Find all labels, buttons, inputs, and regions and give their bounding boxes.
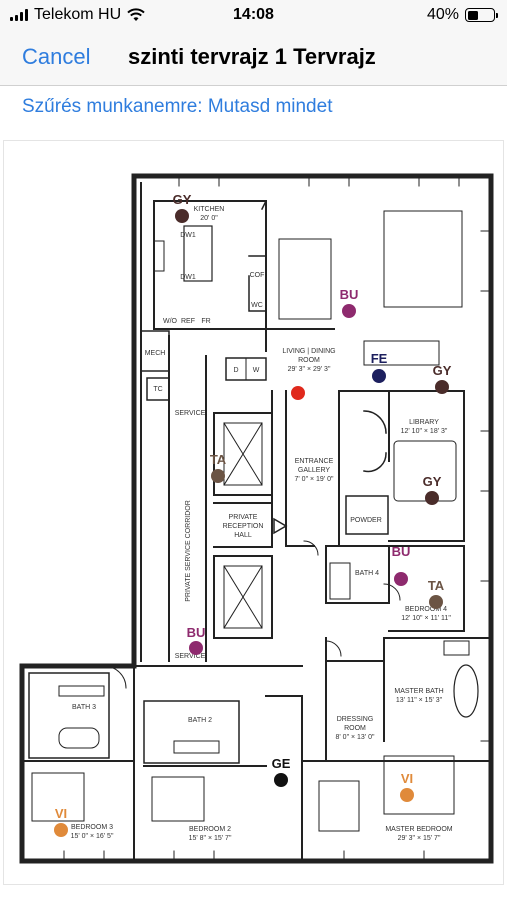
issue-marker-ge-corridor[interactable]: GE: [272, 756, 291, 787]
room-label-powder: POWDER: [350, 517, 382, 524]
room-labels: KITCHEN 20' 0" LIVING | DINING ROOM 29' …: [71, 206, 453, 842]
marker-label: BU: [392, 544, 411, 559]
room-label-gallery-2: GALLERY: [298, 467, 330, 474]
plan-walls: [19, 173, 494, 864]
room-label-library: LIBRARY: [409, 419, 439, 426]
fixture-label-wo: W/O: [163, 318, 178, 325]
issue-marker-bu-bath4[interactable]: BU: [392, 544, 411, 586]
room-dims-library: 12' 10" × 18' 3": [401, 428, 448, 435]
issue-marker-vi-master[interactable]: VI: [400, 771, 414, 802]
room-label-reception: PRIVATE: [229, 514, 258, 521]
room-dims-living: 29' 3" × 29' 3": [288, 366, 331, 373]
issue-marker-bu-service[interactable]: BU: [187, 625, 206, 655]
room-dims-master-bedroom: 29' 3" × 15' 7": [398, 835, 441, 842]
marker-label: GY: [173, 192, 192, 207]
battery-percent: 40%: [426, 6, 459, 23]
room-label-service-2: SERVICE: [175, 653, 206, 660]
room-label-living-2: ROOM: [298, 357, 320, 364]
marker-label: BU: [187, 625, 206, 640]
fixture-label-cof: COF: [250, 272, 265, 279]
marker-label: FE: [371, 351, 388, 366]
wifi-icon: [127, 8, 145, 21]
marker-label: TA: [428, 578, 445, 593]
room-label-dressing-2: ROOM: [344, 725, 366, 732]
status-right: 40%: [426, 6, 498, 24]
room-dims-reception: HALL: [234, 532, 252, 539]
room-label-bedroom-3: BEDROOM 3: [71, 824, 113, 831]
fixture-label-fr: FR: [201, 318, 210, 325]
room-label-master-bedroom: MASTER BEDROOM: [385, 826, 452, 833]
battery-fill: [467, 10, 478, 20]
room-dims-bedroom-4: 12' 10" × 11' 11": [401, 615, 451, 622]
issue-marker-gy-library[interactable]: GY: [423, 474, 442, 505]
issue-marker-ta-elevator[interactable]: TA: [210, 452, 227, 483]
status-left: Telekom HU: [10, 6, 145, 24]
room-label-tc: TC: [153, 386, 162, 393]
room-label-service: SERVICE: [175, 410, 206, 417]
room-label-service-corridor: PRIVATE SERVICE CORRIDOR: [185, 500, 192, 602]
fixture-label-dw1: DW1: [180, 232, 196, 239]
issue-marker-ta-bedroom4[interactable]: TA: [428, 578, 445, 609]
room-label-bedroom-4: BEDROOM 4: [405, 606, 447, 613]
issue-marker-vi-bedroom3[interactable]: VI: [54, 806, 68, 837]
trade-filter-link[interactable]: Szűrés munkanemre: Mutasd mindet: [22, 96, 333, 117]
marker-label: GY: [433, 363, 452, 378]
issue-markers[interactable]: GY BU FE GY TA GY BU TA BU GE VI VI: [54, 192, 452, 837]
room-dims-dressing: 8' 0" × 13' 0": [336, 734, 375, 741]
cancel-button[interactable]: Cancel: [22, 44, 91, 69]
fixture-label-wc: WC: [251, 302, 263, 309]
issue-marker-fe-dining[interactable]: FE: [371, 351, 388, 383]
room-label-gallery: ENTRANCE: [295, 458, 334, 465]
issue-marker-bu-living[interactable]: BU: [340, 287, 359, 318]
fixture-label-d: D: [233, 367, 238, 374]
room-label-bath-3: BATH 3: [72, 704, 96, 711]
room-label-dressing: DRESSING: [337, 716, 374, 723]
page-title: szinti tervrajz 1 Tervrajz: [128, 44, 376, 69]
room-label-bath-2: BATH 2: [188, 717, 212, 724]
fixture-label-w: W: [253, 367, 260, 374]
fixture-label-dw2: DW1: [180, 274, 196, 281]
issue-marker-gy-kitchen[interactable]: GY: [173, 192, 192, 223]
room-dims-bedroom-3: 15' 0" × 16' 5": [71, 833, 114, 840]
marker-label: GY: [423, 474, 442, 489]
floor-plan[interactable]: KITCHEN 20' 0" LIVING | DINING ROOM 29' …: [4, 141, 505, 886]
room-label-living: LIVING | DINING: [282, 348, 335, 355]
marker-label: VI: [55, 806, 67, 821]
room-label-kitchen: KITCHEN: [194, 206, 225, 213]
issue-marker-gy-dining[interactable]: GY: [433, 363, 452, 394]
room-dims-kitchen: 20' 0": [200, 215, 218, 222]
floor-plan-card[interactable]: KITCHEN 20' 0" LIVING | DINING ROOM 29' …: [3, 140, 504, 885]
navigation-bar: Cancel szinti tervrajz 1 Tervrajz: [0, 30, 507, 86]
issue-marker-current-location[interactable]: [291, 386, 305, 400]
battery-icon: [465, 8, 498, 22]
signal-bars-icon: [10, 9, 28, 21]
marker-label: GE: [272, 756, 291, 771]
room-label-mech: MECH: [145, 350, 166, 357]
status-bar: Telekom HU 14:08 40%: [0, 0, 507, 30]
room-label-master-bath: MASTER BATH: [394, 688, 443, 695]
marker-label: TA: [210, 452, 227, 467]
status-time: 14:08: [233, 6, 274, 23]
room-label-bath-4: BATH 4: [355, 570, 379, 577]
room-dims-master-bath: 13' 11" × 15' 3": [396, 697, 443, 704]
room-label-bedroom-2: BEDROOM 2: [189, 826, 231, 833]
marker-label: VI: [401, 771, 413, 786]
fixture-label-ref: REF: [181, 318, 195, 325]
room-dims-gallery: 7' 0" × 19' 0": [295, 476, 334, 483]
marker-label: BU: [340, 287, 359, 302]
room-dims-bedroom-2: 15' 8" × 15' 7": [189, 835, 232, 842]
carrier-name: Telekom HU: [34, 6, 122, 23]
room-label-reception-2: RECEPTION: [223, 523, 264, 530]
